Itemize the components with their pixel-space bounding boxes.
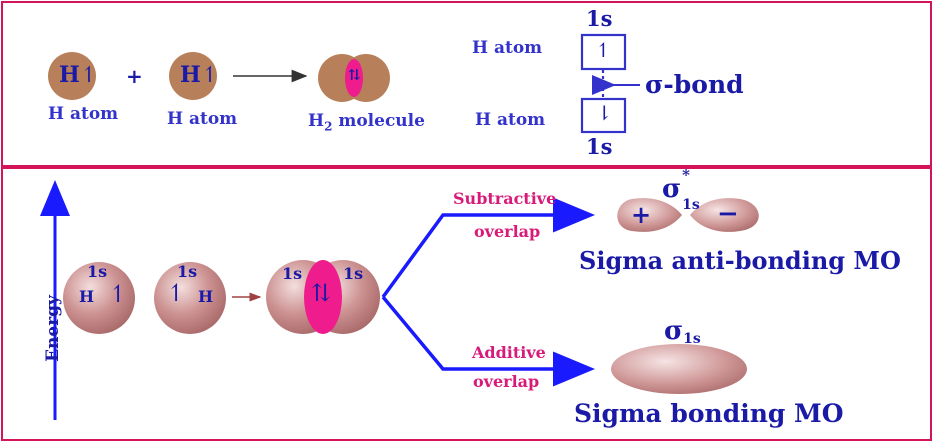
top-lower-atom-label: H atom [475, 110, 546, 130]
top-sigma-bond-label: σ-bond [645, 70, 744, 99]
subtractive-overlap-label-line2: overlap [474, 222, 541, 241]
top-orbital-box-lower [580, 97, 627, 134]
bonding-sigma-symbol: σ1s [664, 316, 701, 348]
bottom-atom-2-symbol: H [198, 287, 214, 306]
bottom-molecule-spins: ⇅ [311, 279, 332, 307]
top-h-atom-1-symbol: H↿ [59, 62, 99, 88]
top-molecule-overlap [345, 59, 363, 97]
additive-overlap-label-line2: overlap [473, 372, 540, 391]
top-h-atom-1-label: H atom [48, 104, 119, 124]
additive-branch-arrow [381, 295, 595, 387]
bottom-atom-1-orbital: 1s [87, 262, 108, 281]
bonding-orbital-ellipse [611, 344, 747, 394]
additive-overlap-label-line1: Additive [472, 343, 546, 362]
antibonding-left-lobe [617, 198, 682, 232]
antibonding-mo-label: Sigma anti-bonding MO [579, 246, 901, 275]
top-panel [1, 1, 932, 167]
top-molecule-label: H2 molecule [308, 111, 425, 134]
top-h-atom-2-label: H atom [167, 109, 238, 129]
subtractive-branch-arrow [381, 197, 595, 299]
bottom-atom-1-symbol: H [79, 287, 95, 306]
bottom-atom-2-orbital: 1s [177, 262, 198, 281]
bonding-mo-label: Sigma bonding MO [574, 399, 844, 428]
bottom-atom-2-spin: ↿ [166, 279, 187, 307]
bottom-molecule-overlap [304, 260, 342, 334]
subtractive-overlap-label-line1: Subtractive [453, 189, 557, 208]
top-upper-orbital-spin: ↿ [595, 38, 612, 62]
antibonding-sigma-symbol: σ*1s [662, 166, 700, 214]
top-plus-sign: + [126, 64, 143, 88]
top-h-atom-2-symbol: H↿ [180, 62, 220, 88]
bottom-molecule-left-orbital: 1s [282, 264, 303, 283]
antibonding-right-lobe [690, 198, 759, 232]
top-orbital-box-upper [580, 33, 627, 71]
antibonding-minus-sign: − [717, 199, 739, 229]
bottom-h-atom-2 [154, 262, 226, 334]
top-upper-atom-label: H atom [472, 38, 543, 58]
top-lower-orbital-label: 1s [586, 134, 613, 159]
top-h-atom-1 [48, 52, 96, 100]
bottom-h-atom-1 [63, 262, 135, 334]
top-molecule-spins: ⇅ [348, 66, 361, 84]
bottom-molecule-right-orbital: 1s [343, 264, 364, 283]
energy-axis-label: Energy [42, 295, 63, 362]
top-h-atom-2 [169, 52, 217, 100]
top-lower-orbital-spin: ⇂ [596, 101, 613, 125]
top-upper-orbital-label: 1s [586, 6, 613, 31]
antibonding-plus-sign: + [631, 200, 652, 229]
bottom-atom-1-spin: ↿ [108, 280, 129, 308]
